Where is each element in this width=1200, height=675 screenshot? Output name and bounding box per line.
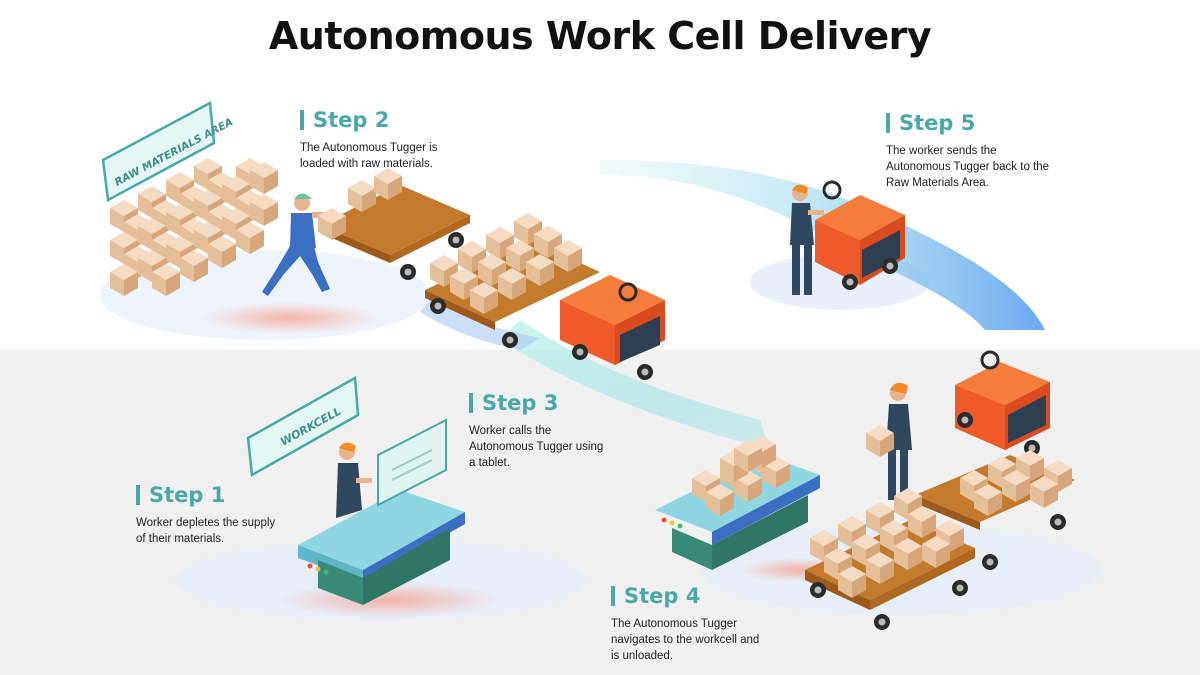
- step-description: Worker calls the Autonomous Tugger using…: [469, 425, 604, 469]
- step-accent-bar: [300, 110, 304, 130]
- step-description: The worker sends the Autonomous Tugger b…: [886, 145, 1050, 189]
- step-accent-bar: [469, 393, 473, 413]
- step-label: Step 2: [313, 108, 390, 132]
- cart-icon: [318, 168, 470, 280]
- path-arrow-icon: [640, 192, 656, 208]
- tugger-icon: [955, 350, 1050, 456]
- step-label: Step 1: [149, 483, 226, 507]
- worker-icon: [866, 382, 912, 500]
- step-1: Step 1 Worker depletes the supply of the…: [136, 483, 275, 547]
- step-3: Step 3 Worker calls the Autonomous Tugge…: [469, 391, 603, 471]
- step-label: Step 5: [899, 111, 976, 135]
- tugger-icon: [560, 275, 665, 380]
- step-description: The Autonomous Tugger navigates to the w…: [611, 618, 760, 662]
- page-title: Autonomous Work Cell Delivery: [268, 14, 932, 58]
- step-accent-bar: [136, 485, 140, 505]
- return-path: [600, 160, 1045, 330]
- delivery-path: [500, 320, 770, 450]
- step-label: Step 4: [624, 584, 701, 608]
- tablet-icon: [377, 418, 447, 507]
- step-label: Step 3: [482, 391, 559, 415]
- step-accent-bar: [611, 586, 615, 606]
- worker-icon: [790, 184, 824, 295]
- cart-icon: [425, 213, 600, 348]
- workbench-icon: [298, 490, 465, 605]
- step-4: Step 4 The Autonomous Tugger navigates t…: [611, 584, 759, 664]
- step-description: Worker depletes the supply of their mate…: [136, 517, 276, 545]
- step-2: Step 2 The Autonomous Tugger is loaded w…: [300, 108, 437, 172]
- workcell-sign: WORKCELL: [246, 375, 360, 478]
- tugger-icon: [815, 180, 905, 290]
- worker-icon: [336, 442, 372, 518]
- step-description: The Autonomous Tugger is loaded with raw…: [300, 142, 438, 170]
- step-5: Step 5 The worker sends the Autonomous T…: [886, 111, 1049, 191]
- step-accent-bar: [886, 113, 890, 133]
- cart-icon: [915, 450, 1075, 570]
- cart-icon: [805, 488, 975, 630]
